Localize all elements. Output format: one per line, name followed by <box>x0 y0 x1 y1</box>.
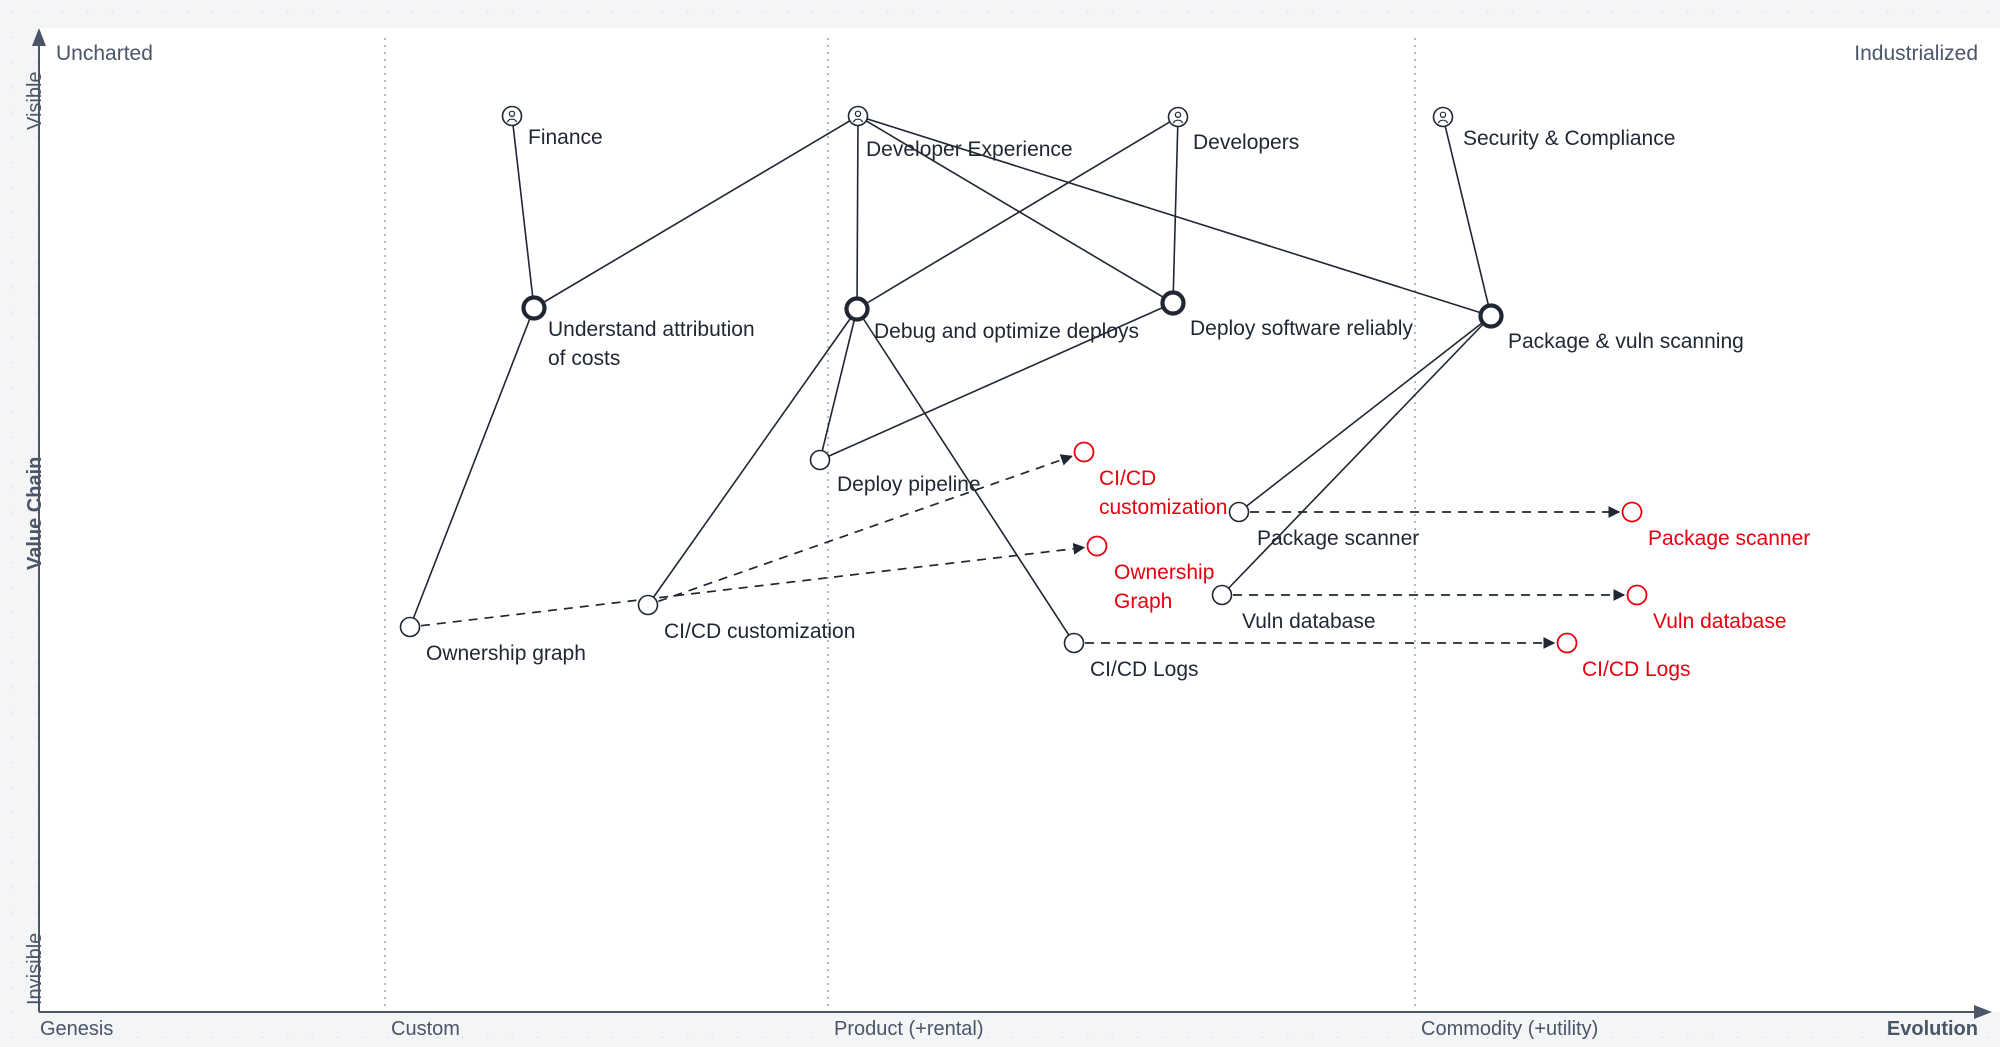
link-developer-experience-to-package-vuln-scanning <box>857 115 1492 317</box>
evolution-arrow-layer <box>420 454 1626 649</box>
node-layer <box>399 105 1648 654</box>
label-package-scanner-evolved: Package scanner <box>1648 527 1811 550</box>
person-icon-body <box>852 118 864 123</box>
person-icon-head <box>508 110 516 118</box>
node-debug-optimize-deploys[interactable] <box>844 296 870 322</box>
evolution-arrow-ownership-graph <box>420 542 1086 627</box>
link-package-vuln-scanning-to-package-scanner <box>1238 315 1492 513</box>
node-ownership-graph[interactable] <box>399 616 421 638</box>
x-tick-product: Product (+rental) <box>834 1018 984 1040</box>
node-vuln-database-evolved[interactable] <box>1626 584 1648 606</box>
x-tick-custom: Custom <box>391 1018 460 1040</box>
label-debug-optimize-deploys: Debug and optimize deploys <box>874 320 1140 343</box>
label-package-vuln-scanning: Package & vuln scanning <box>1508 330 1744 353</box>
y-axis-visible-label: Visible <box>24 71 46 130</box>
x-tick-genesis: Genesis <box>40 1018 114 1040</box>
user-node-developers[interactable] <box>1167 106 1189 128</box>
link-layer <box>409 115 1492 644</box>
label-cicd-logs-evolved: CI/CD Logs <box>1582 658 1691 681</box>
link-developer-experience-to-deploy-software-reliably <box>857 115 1174 304</box>
label-package-scanner: Package scanner <box>1257 527 1420 550</box>
node-cicd-customization-evolved[interactable] <box>1073 441 1095 463</box>
label-vuln-database-evolved: Vuln database <box>1653 610 1787 633</box>
stage-dividers <box>384 38 1416 1012</box>
link-debug-optimize-deploys-to-deploy-pipeline <box>819 308 858 461</box>
person-icon-head <box>854 110 862 118</box>
industrialized-label: Industrialized <box>1854 42 1978 65</box>
link-debug-optimize-deploys-to-cicd-customization <box>647 308 858 606</box>
y-axis-arrowhead <box>32 28 46 46</box>
label-deploy-pipeline: Deploy pipeline <box>837 473 981 496</box>
label-cicd-logs: CI/CD Logs <box>1090 658 1199 681</box>
link-developers-to-deploy-software-reliably <box>1172 116 1179 304</box>
node-understand-attribution[interactable] <box>521 295 547 321</box>
y-axis-title: Value Chain <box>24 456 46 570</box>
link-finance-to-understand-attribution <box>511 115 535 309</box>
link-understand-attribution-to-ownership-graph <box>409 307 535 628</box>
label-developers: Developers <box>1193 131 1300 154</box>
plot-surface <box>38 28 2000 1012</box>
label-deploy-software-reliably: Deploy software reliably <box>1190 317 1413 340</box>
node-deploy-software-reliably[interactable] <box>1160 290 1186 316</box>
x-axis-title: Evolution <box>1886 1018 1978 1040</box>
link-package-vuln-scanning-to-vuln-database <box>1221 315 1492 596</box>
link-developers-to-debug-optimize-deploys <box>856 116 1179 310</box>
person-icon-head <box>1439 111 1447 119</box>
person-icon-body <box>506 118 518 123</box>
link-deploy-software-reliably-to-deploy-pipeline <box>819 302 1174 461</box>
label-cicd-customization-evolved: CI/CD customization <box>1099 467 1228 519</box>
person-icon-head <box>1174 111 1182 119</box>
node-deploy-pipeline[interactable] <box>809 449 831 471</box>
node-cicd-logs-evolved[interactable] <box>1556 632 1578 654</box>
node-ownership-graph-evolved[interactable] <box>1086 535 1108 557</box>
link-developer-experience-to-debug-optimize-deploys <box>856 115 859 310</box>
label-cicd-customization: CI/CD customization <box>664 620 856 643</box>
label-ownership-graph: Ownership graph <box>426 642 586 665</box>
node-package-scanner[interactable] <box>1228 501 1250 523</box>
y-axis-invisible-label: Invisible <box>24 932 46 1005</box>
label-developer-experience: Developer Experience <box>866 138 1073 161</box>
x-tick-commodity: Commodity (+utility) <box>1421 1018 1599 1040</box>
label-security-compliance: Security & Compliance <box>1463 127 1676 150</box>
label-vuln-database: Vuln database <box>1242 610 1376 633</box>
user-node-finance[interactable] <box>501 105 523 127</box>
node-package-scanner-evolved[interactable] <box>1621 501 1643 523</box>
user-node-security-compliance[interactable] <box>1432 106 1454 128</box>
user-node-developer-experience[interactable] <box>847 105 869 127</box>
node-cicd-customization[interactable] <box>637 594 659 616</box>
label-finance: Finance <box>528 126 603 149</box>
node-vuln-database[interactable] <box>1211 584 1233 606</box>
link-security-compliance-to-package-vuln-scanning <box>1442 116 1492 317</box>
label-ownership-graph-evolved: Ownership Graph <box>1114 561 1215 613</box>
person-icon-body <box>1437 119 1449 124</box>
uncharted-label: Uncharted <box>56 42 153 65</box>
x-axis-arrowhead <box>1974 1005 1992 1019</box>
link-developer-experience-to-understand-attribution <box>533 115 859 309</box>
node-cicd-logs[interactable] <box>1063 632 1085 654</box>
person-icon-body <box>1172 119 1184 124</box>
link-debug-optimize-deploys-to-cicd-logs <box>856 308 1075 644</box>
label-understand-attribution: Understand attribution of costs <box>548 318 755 370</box>
node-package-vuln-scanning[interactable] <box>1478 303 1504 329</box>
